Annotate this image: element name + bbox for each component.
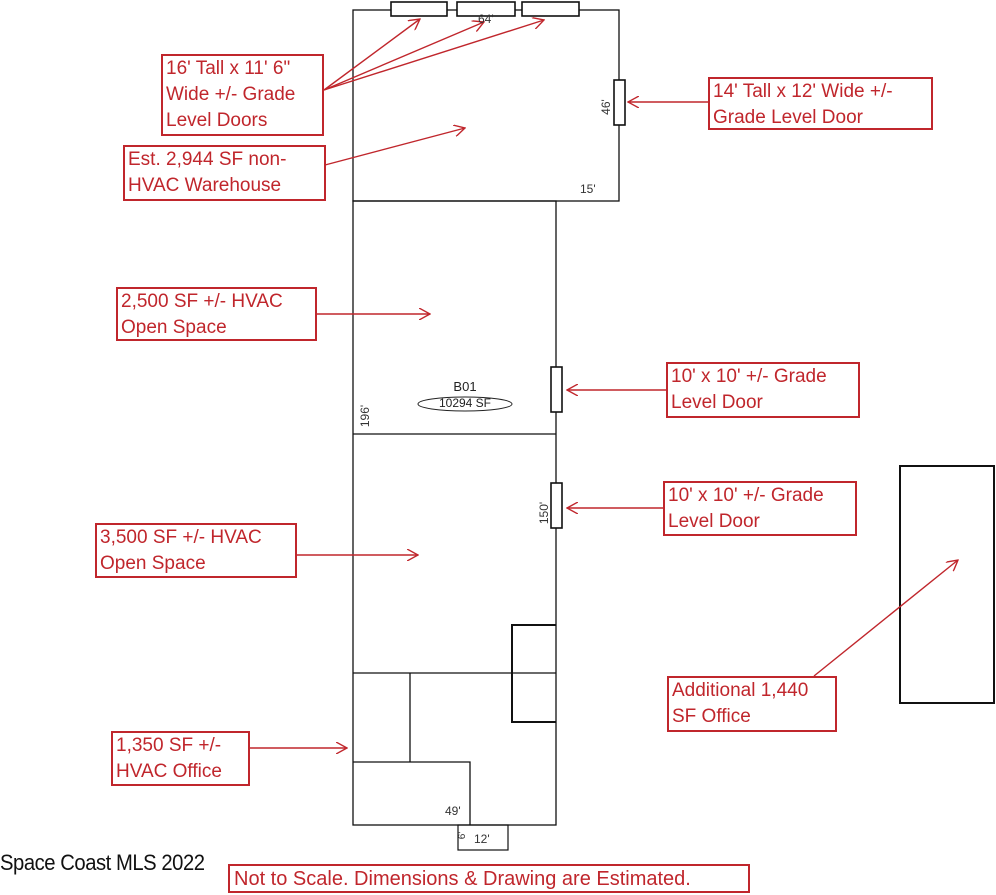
arrow-door-2 xyxy=(323,22,484,91)
callout-open-space-1: 2,500 SF +/- HVAC Open Space xyxy=(116,287,317,341)
callout-line: 10' x 10' +/- Grade xyxy=(671,366,827,387)
callout-line: HVAC Warehouse xyxy=(128,175,282,196)
callout-line: Est. 2,944 SF non- xyxy=(128,149,287,170)
callout-line: Level Door xyxy=(668,511,760,532)
side-door-top xyxy=(613,79,626,126)
unit-area-ellipse xyxy=(417,396,513,412)
dimension-bottom-width: 49' xyxy=(445,804,461,818)
mls-watermark: Space Coast MLS 2022 xyxy=(0,850,205,875)
arrow-office-additional xyxy=(813,560,958,677)
building-outline xyxy=(352,200,557,826)
arrow-door-3 xyxy=(323,20,544,91)
callout-line: Level Doors xyxy=(166,110,268,131)
callout-office-additional: Additional 1,440 SF Office xyxy=(667,676,837,732)
callout-warehouse-doors: 16' Tall x 11' 6" Wide +/- Grade Level D… xyxy=(161,54,324,136)
restroom-upper xyxy=(511,624,556,673)
dimension-warehouse-depth: 46' xyxy=(598,99,613,115)
entry-porch xyxy=(457,824,509,851)
callout-line: 14' Tall x 12' Wide +/- xyxy=(713,81,893,102)
callout-line: Level Door xyxy=(671,392,763,413)
callout-line: HVAC Office xyxy=(116,761,222,782)
callout-line: 16' Tall x 11' 6" xyxy=(166,58,291,79)
callout-line: Open Space xyxy=(121,317,227,338)
overhead-door-3 xyxy=(521,1,580,17)
callout-side-door-top: 14' Tall x 12' Wide +/- Grade Level Door xyxy=(708,77,933,130)
unit-id: B01 xyxy=(453,379,477,394)
callout-line: 2,500 SF +/- HVAC xyxy=(121,291,283,312)
callout-line: 1,350 SF +/- xyxy=(116,735,222,756)
dimension-top-width: 64' xyxy=(478,12,494,26)
callout-open-space-2: 3,500 SF +/- HVAC Open Space xyxy=(95,523,297,578)
overhead-door-2 xyxy=(456,1,516,17)
additional-office-outline xyxy=(899,465,995,704)
callout-side-door-low: 10' x 10' +/- Grade Level Door xyxy=(663,481,857,536)
dimension-total-depth: 196' xyxy=(358,404,373,428)
callout-line: Additional 1,440 xyxy=(672,680,809,701)
dimension-open-depth: 150' xyxy=(537,501,552,525)
callout-line: Wide +/- Grade xyxy=(166,84,296,105)
callout-line: SF Office xyxy=(672,706,751,727)
callout-office-main: 1,350 SF +/- HVAC Office xyxy=(111,731,250,786)
dimension-porch-depth: 6' xyxy=(457,831,469,840)
disclaimer-note: Not to Scale. Dimensions & Drawing are E… xyxy=(228,864,750,893)
dimension-warehouse-offset: 15' xyxy=(580,182,596,196)
side-door-mid xyxy=(550,366,563,413)
unit-area: 10294 SF xyxy=(438,396,492,410)
restroom-lower xyxy=(511,673,556,723)
dimension-porch-width: 12' xyxy=(474,832,490,846)
side-door-low xyxy=(550,482,563,529)
callout-line: Open Space xyxy=(100,553,206,574)
overhead-door-1 xyxy=(390,1,448,17)
callout-line: Grade Level Door xyxy=(713,107,863,128)
callout-line: 10' x 10' +/- Grade xyxy=(668,485,824,506)
callout-side-door-mid: 10' x 10' +/- Grade Level Door xyxy=(666,362,860,418)
arrow-warehouse xyxy=(324,128,465,166)
office-wall-lower xyxy=(353,761,471,825)
callout-warehouse-area: Est. 2,944 SF non- HVAC Warehouse xyxy=(123,145,326,201)
arrow-door-1 xyxy=(323,19,420,91)
callout-line: 3,500 SF +/- HVAC xyxy=(100,527,262,548)
